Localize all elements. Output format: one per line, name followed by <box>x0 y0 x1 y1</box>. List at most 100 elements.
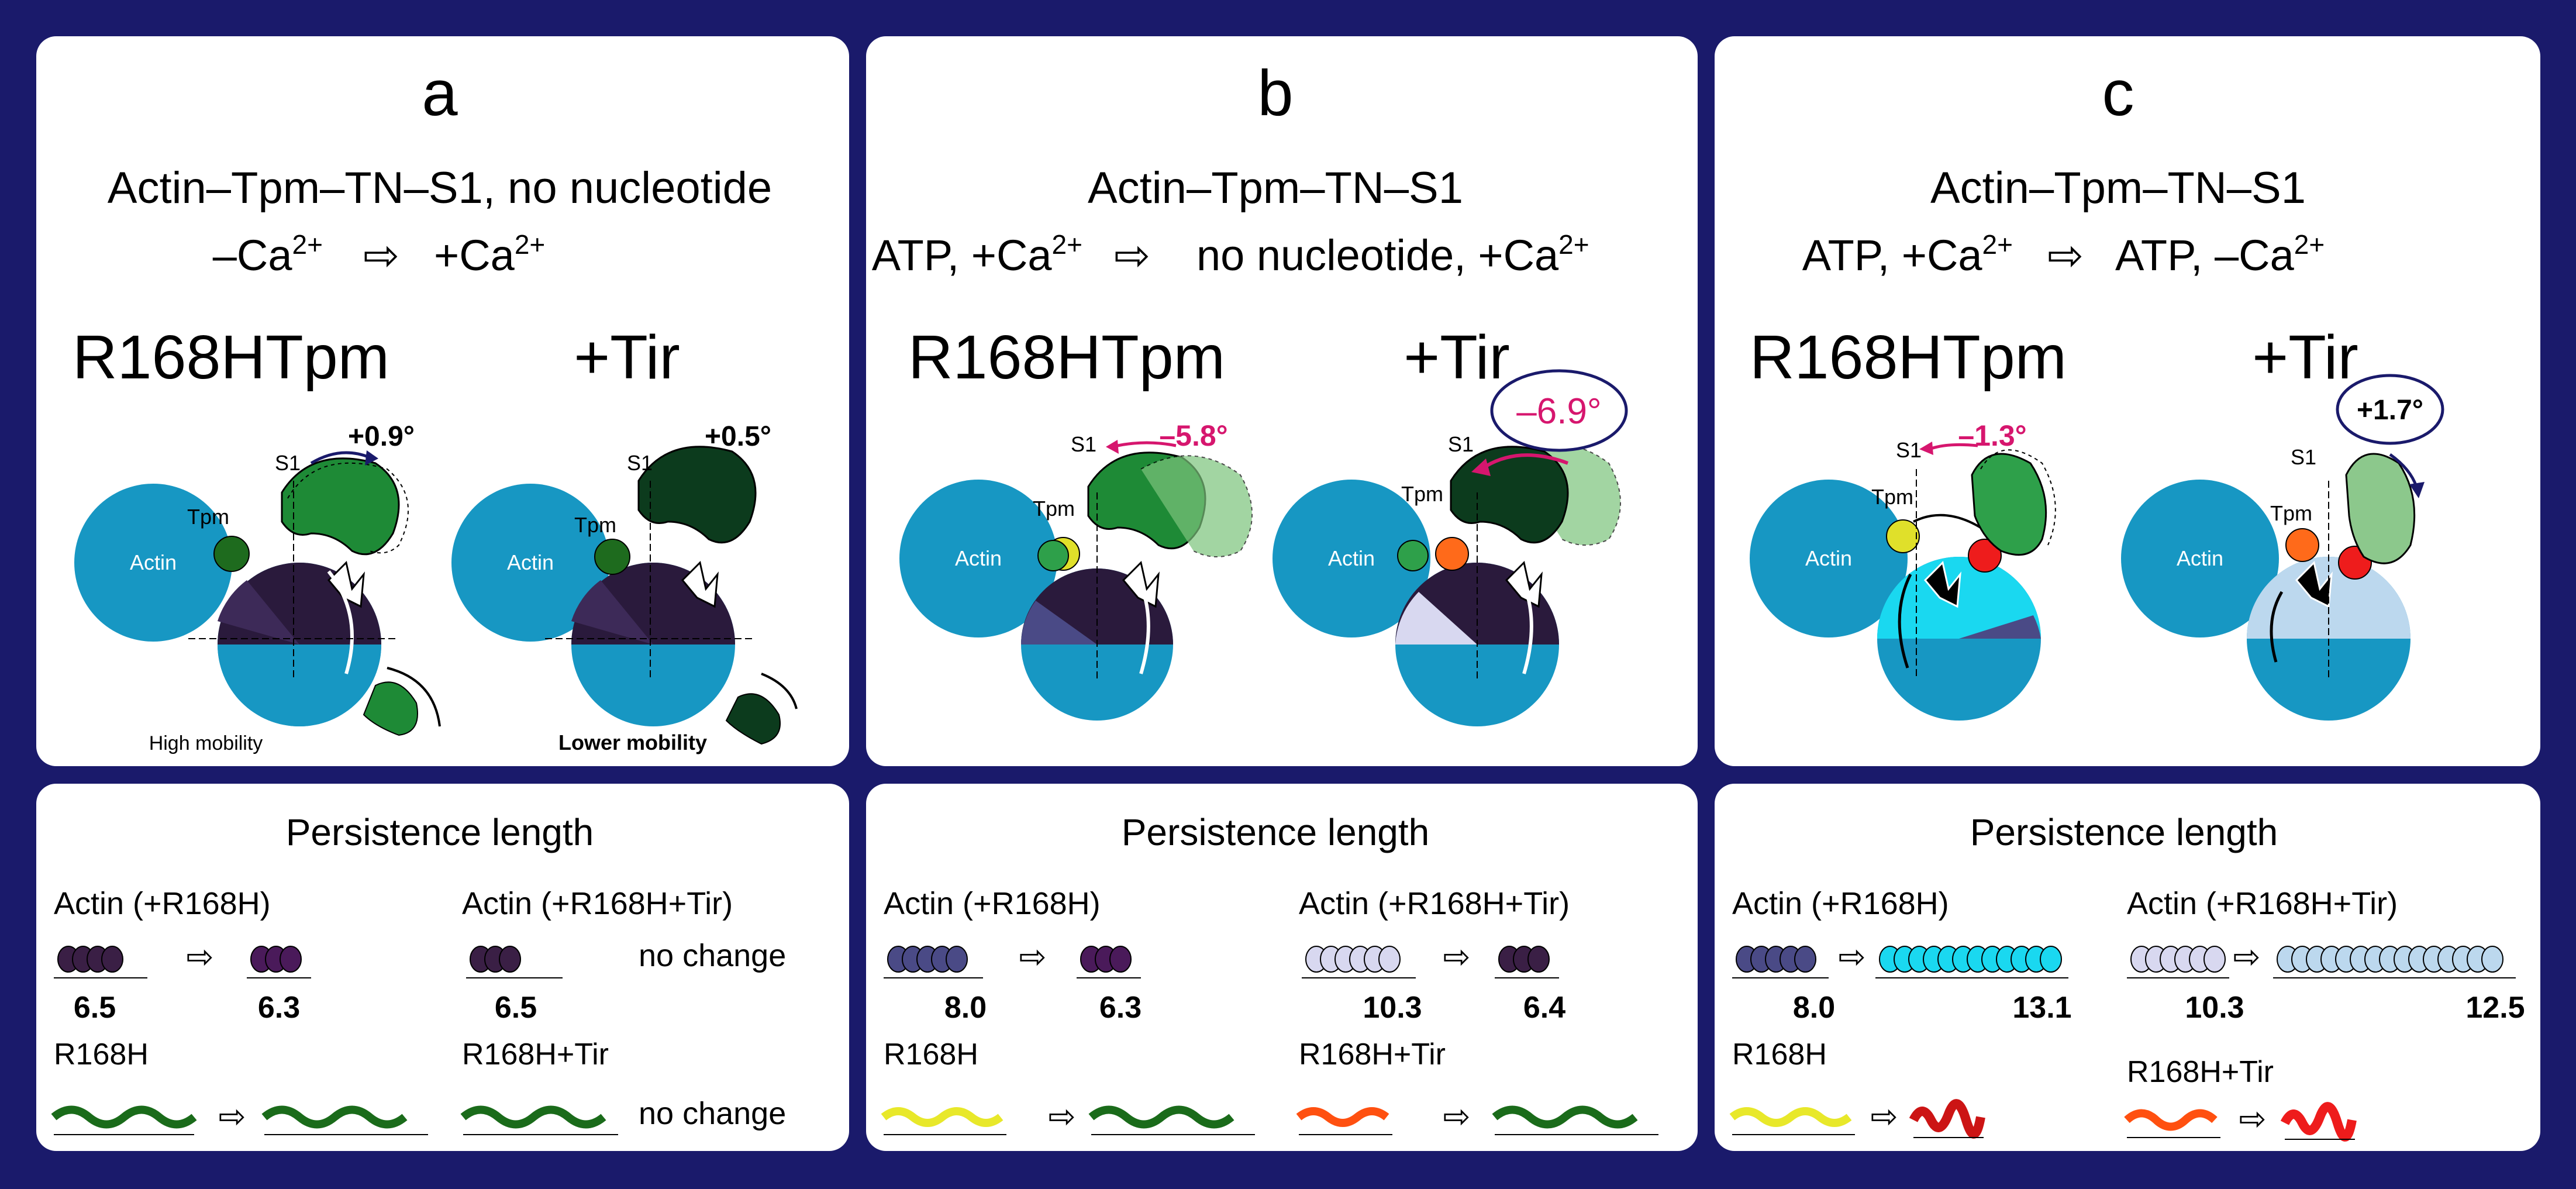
s1-label: S1 <box>1448 432 1474 456</box>
actin-filament-strand <box>2127 946 2229 978</box>
panel-title: Actin–Tpm–TN–S1 <box>1088 163 1463 213</box>
tpm-circle-green <box>1037 540 1069 571</box>
s1-outline-ghost <box>1140 455 1253 557</box>
s1-rotation-arrowhead <box>1106 440 1119 454</box>
persistence-value: 6.4 <box>1523 991 1565 1025</box>
actin-filament-strand <box>1875 946 2068 978</box>
actin-right-label: Actin (+R168H+Tir) <box>462 886 733 921</box>
persistence-diagram-c: Persistence length Actin (+R168H) Actin … <box>1729 811 2525 1142</box>
tpm-coil <box>460 1105 606 1129</box>
tpm-right-label: R168H+Tir <box>1299 1038 1446 1071</box>
bead <box>280 946 302 973</box>
persistence-arrow: ⇨ <box>2233 938 2261 975</box>
transition-arrow: ⇨ <box>2047 231 2084 280</box>
s1-rotation-arrowhead <box>2409 482 2425 498</box>
mobility-arrow <box>761 673 798 709</box>
actin-label: Actin <box>1805 546 1852 570</box>
rotation-arrow <box>327 570 354 674</box>
bead <box>1378 946 1401 973</box>
tpm-right-label: R168H+Tir <box>2127 1055 2274 1089</box>
tpm-circle-orange <box>1435 537 1469 571</box>
left-construct-label: R168HTpm <box>1750 323 2067 392</box>
s1-outline-ghost <box>287 462 409 554</box>
actin-subdomain-sector <box>1877 557 2041 639</box>
bead <box>1527 946 1550 973</box>
persistence-title: Persistence length <box>1122 811 1430 853</box>
persistence-value: 8.0 <box>944 991 987 1025</box>
actin-label: Actin <box>507 550 554 574</box>
left-actin-tpm-s1-scene: Actin Tpm S1 +0.9° High mobility <box>74 421 441 754</box>
left-construct-label: R168HTpm <box>73 323 389 392</box>
persistence-arrow: ⇨ <box>1443 1098 1471 1135</box>
bead <box>1794 946 1816 973</box>
actin-right-label: Actin (+R168H+Tir) <box>1299 886 1570 921</box>
s1-label: S1 <box>275 451 301 475</box>
tpm-label: Tpm <box>1033 497 1075 521</box>
panel-c-diagram: c Actin–Tpm–TN–S1 ATP, +Ca2+ ⇨ ATP, –Ca2… <box>1750 57 2444 721</box>
tpm-coil <box>1296 1107 1389 1127</box>
right-actin-tpm-s1-scene: Actin Tpm S1 +0.5° Lower mobility <box>451 421 798 754</box>
right-construct-label: +Tir <box>574 323 680 392</box>
persistence-value: 10.3 <box>1363 991 1422 1025</box>
s1-angle-change: –5.8° <box>1159 419 1227 452</box>
angle-highlight-oval <box>2336 374 2444 445</box>
persistence-arrow: ⇨ <box>219 1098 246 1135</box>
panel-c-top: c Actin–Tpm–TN–S1 ATP, +Ca2+ ⇨ ATP, –Ca2… <box>1715 36 2540 766</box>
tpm-label: Tpm <box>2270 501 2312 525</box>
tpm-coil <box>1729 1107 1852 1127</box>
persistence-value: 10.3 <box>2185 991 2244 1025</box>
transition-from: –Ca2+ <box>213 229 323 280</box>
right-actin-tpm-s1-scene: Actin Tpm S1 +1.7° <box>2121 374 2444 721</box>
s1-head <box>281 457 400 556</box>
rotation-arrow <box>2270 591 2284 663</box>
bead <box>1109 946 1132 973</box>
panel-b-persistence: Persistence length Actin (+R168H) Actin … <box>866 784 1698 1151</box>
s1-outline-ghost <box>1980 449 2056 546</box>
transition-arrow: ⇨ <box>1114 231 1150 280</box>
actin-left-label: Actin (+R168H) <box>54 886 271 921</box>
s1-rotation-arrowhead <box>1919 442 1933 455</box>
s1-label: S1 <box>627 451 653 475</box>
panel-title: Actin–Tpm–TN–S1, no nucleotide <box>108 163 772 213</box>
tpm-circle-red <box>1968 539 2002 573</box>
actin-subdomain-detail <box>1959 615 2041 639</box>
left-actin-tpm-s1-scene: Actin Tpm S1 –5.8° <box>899 419 1253 721</box>
tpm-right-label: R168H+Tir <box>462 1038 609 1071</box>
tpm-circle-green <box>1397 540 1429 571</box>
bead <box>946 946 968 973</box>
tpm-coil <box>881 1107 1003 1127</box>
s1-angle-change: –6.9° <box>1516 391 1601 432</box>
right-actin-tpm-s1-scene: Actin Tpm S1 –6.9° <box>1273 369 1628 726</box>
rotation-arrow <box>1516 570 1533 674</box>
angle-highlight-oval <box>1490 369 1628 452</box>
s1-angle-change: +0.9° <box>348 421 415 452</box>
tpm-label: Tpm <box>1871 485 1913 509</box>
transition-to: ATP, –Ca2+ <box>2115 229 2325 280</box>
binding-groove-marks <box>681 561 719 608</box>
transition-to: +Ca2+ <box>434 229 545 280</box>
rotation-arrow <box>1133 570 1150 674</box>
persistence-arrow: ⇨ <box>1019 938 1047 975</box>
persistence-arrow: ⇨ <box>2239 1100 2267 1137</box>
actin-filament-strand <box>1077 946 1141 978</box>
tpm-coil <box>1909 1099 1985 1139</box>
actin-monomer-upper <box>1750 480 1908 637</box>
actin-monomer-upper <box>451 484 609 642</box>
binding-groove-marks <box>2295 561 2333 608</box>
tpm-circle <box>213 536 250 572</box>
panel-letter: c <box>2102 57 2134 129</box>
persistence-value: 12.5 <box>2465 991 2525 1025</box>
actin-left-label: Actin (+R168H) <box>1732 886 1949 921</box>
s1-rotation-arrow <box>310 451 370 465</box>
tpm-right-note: no change <box>639 1096 786 1131</box>
persistence-value: 6.3 <box>1099 991 1142 1025</box>
tpm-coil <box>261 1105 408 1129</box>
s1-head <box>2345 453 2416 564</box>
tpm-circle-orange <box>2285 528 2319 562</box>
s1-rotation-arrow <box>1485 453 1569 468</box>
tpm-circle-yellow <box>1886 519 1920 553</box>
actin-filament-strand <box>247 946 311 978</box>
panel-letter: a <box>422 57 458 129</box>
tpm-circle <box>594 539 630 575</box>
